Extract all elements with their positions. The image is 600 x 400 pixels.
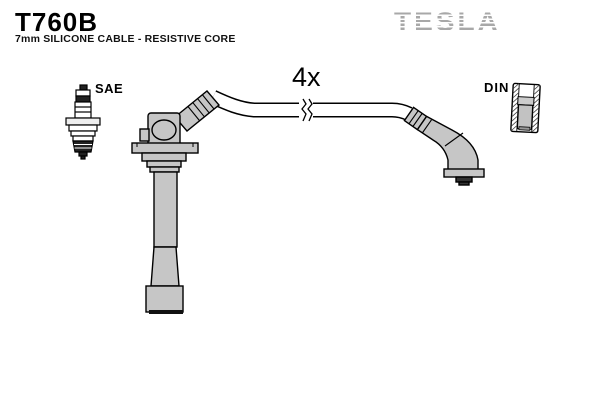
coil-boot-head-window <box>151 119 177 141</box>
coil-boot-ring-1 <box>141 152 187 162</box>
coil-boot-ring-3 <box>149 166 180 173</box>
tesla-logo: TESLA <box>394 8 510 36</box>
spark-plug-insulator <box>74 101 92 119</box>
spark-plug-gasket-2 <box>72 135 94 142</box>
distributor-boot-body <box>416 115 479 171</box>
din-terminal-base <box>518 126 531 131</box>
din-shell-hatching <box>511 83 541 133</box>
distributor-boot-icon <box>403 106 485 186</box>
part-number: T760B <box>15 7 99 37</box>
coil-boot-tip <box>145 285 184 313</box>
cable-spec-text: 7mm SILICONE CABLE - RESISTIVE CORE <box>15 33 236 45</box>
din-label: DIN <box>484 80 510 95</box>
din-terminal-body <box>516 104 534 130</box>
spark-plug-threads <box>72 140 94 153</box>
distributor-boot-terminal-tip <box>458 181 470 186</box>
spark-plug-hex <box>65 117 101 126</box>
cable-break-icon <box>299 98 313 122</box>
silicone-cable-icon <box>209 90 413 122</box>
coil-boot-icon <box>131 90 220 314</box>
spark-plug-electrode <box>78 151 88 157</box>
quantity-label: 4x <box>292 62 321 92</box>
cable-core <box>210 91 412 120</box>
coil-boot-ring-2 <box>146 160 182 168</box>
spark-plug-terminal <box>75 89 91 97</box>
din-terminal-cap <box>517 96 535 106</box>
distributor-boot-terminal <box>455 176 473 183</box>
coil-boot-tip-edge <box>149 310 183 314</box>
spark-plug-top-band <box>75 95 91 103</box>
sae-label: SAE <box>95 81 124 96</box>
spark-plug-tip <box>80 155 86 160</box>
spark-plug-icon <box>65 84 101 160</box>
coil-boot-shaft <box>153 171 178 248</box>
spark-plug-gasket-1 <box>70 130 96 137</box>
coil-boot-flange <box>131 142 199 154</box>
spark-plug-shoulder <box>68 124 98 132</box>
distributor-boot-flange <box>443 168 485 178</box>
coil-boot-taper <box>150 246 180 287</box>
coil-boot-side-tab <box>139 128 150 142</box>
spark-plug-terminal-nub <box>79 84 88 91</box>
din-connector-icon <box>510 82 541 134</box>
logo-stripe-overlay <box>394 8 510 36</box>
coil-boot-cable-entry <box>174 90 220 132</box>
